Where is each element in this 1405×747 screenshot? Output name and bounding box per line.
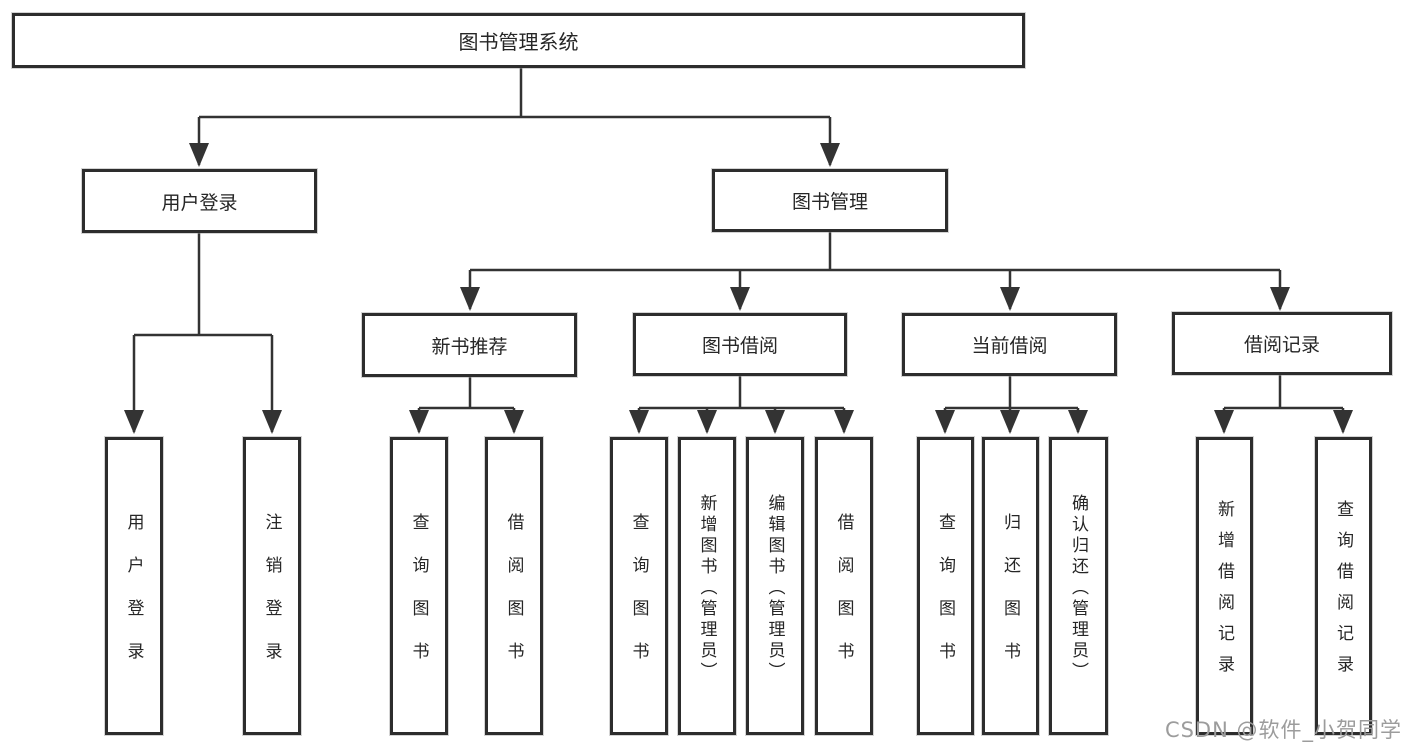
leaf-logout: 注销登录 bbox=[243, 437, 301, 735]
node-root-system: 图书管理系统 bbox=[12, 13, 1025, 68]
watermark: CSDN @软件_小贺同学 bbox=[1164, 718, 1402, 742]
leaf-query-book-current: 查询图书 bbox=[917, 437, 974, 735]
node-label: 查询图书 bbox=[628, 513, 649, 685]
node-new-book-recommend: 新书推荐 bbox=[362, 313, 577, 377]
node-label: 图书管理 bbox=[791, 191, 868, 213]
leaf-return-book: 归还图书 bbox=[982, 437, 1039, 735]
node-book-management: 图书管理 bbox=[712, 169, 948, 232]
node-label: 归还图书 bbox=[1000, 513, 1020, 685]
leaf-query-book-borrow: 查询图书 bbox=[610, 437, 668, 735]
node-label: 查询图书 bbox=[408, 513, 429, 685]
node-label: 新书推荐 bbox=[431, 335, 508, 358]
leaf-add-book-admin: 新增图书（管理员） bbox=[678, 437, 736, 735]
node-label: 新增借阅记录 bbox=[1214, 500, 1234, 686]
node-label: 编辑图书（管理员） bbox=[764, 493, 785, 683]
leaf-confirm-return-admin: 确认归还（管理员） bbox=[1049, 437, 1108, 735]
leaf-borrow-book-recommend: 借阅图书 bbox=[485, 437, 543, 735]
node-label: 新增图书（管理员） bbox=[696, 493, 717, 683]
leaf-borrow-book: 借阅图书 bbox=[815, 437, 873, 735]
node-label: 图书管理系统 bbox=[458, 30, 579, 54]
node-label: 注销登录 bbox=[261, 513, 282, 685]
leaf-user-login: 用户登录 bbox=[105, 437, 163, 735]
node-borrow-record: 借阅记录 bbox=[1172, 312, 1392, 375]
node-label: 当前借阅 bbox=[971, 335, 1048, 357]
node-label: 确认归还（管理员） bbox=[1068, 493, 1088, 683]
node-label: 借阅记录 bbox=[1243, 334, 1320, 356]
node-label: 借阅图书 bbox=[833, 513, 854, 685]
leaf-query-borrow-record: 查询借阅记录 bbox=[1315, 437, 1372, 735]
node-label: 查询图书 bbox=[935, 513, 955, 685]
node-label: 用户登录 bbox=[161, 191, 238, 214]
leaf-edit-book-admin: 编辑图书（管理员） bbox=[746, 437, 804, 735]
leaf-add-borrow-record: 新增借阅记录 bbox=[1196, 437, 1253, 735]
node-user-login: 用户登录 bbox=[82, 169, 317, 233]
node-label: 用户登录 bbox=[123, 513, 144, 685]
node-book-borrow: 图书借阅 bbox=[633, 313, 847, 376]
node-label: 图书借阅 bbox=[701, 335, 778, 357]
node-current-borrow: 当前借阅 bbox=[902, 313, 1117, 376]
node-label: 查询借阅记录 bbox=[1333, 500, 1353, 686]
node-label: 借阅图书 bbox=[503, 513, 524, 685]
leaf-query-book-recommend: 查询图书 bbox=[390, 437, 448, 735]
